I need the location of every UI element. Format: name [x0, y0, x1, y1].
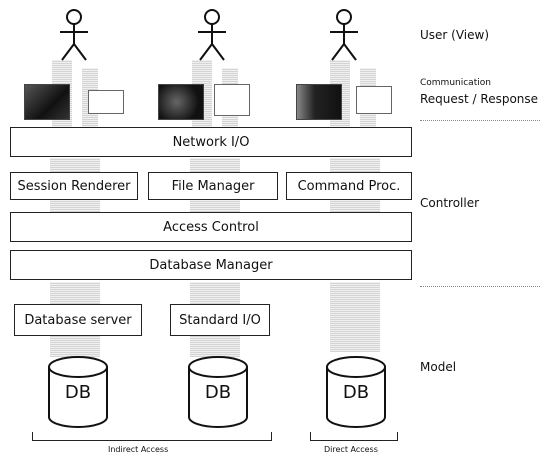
database-server-box: Database server: [14, 304, 142, 336]
direct-access-bracket: [310, 432, 398, 441]
layer-divider: [420, 120, 540, 121]
db-label: DB: [64, 382, 92, 403]
flow-stripe-ctrl2-mid: [190, 200, 240, 212]
communication-label: Communication: [420, 78, 491, 88]
database-cylinder-icon: [188, 356, 248, 428]
indirect-access-bracket: [32, 432, 272, 441]
model-label: Model: [420, 360, 457, 374]
database-cylinder-icon: [48, 356, 108, 428]
controller-label: Controller: [420, 196, 480, 210]
flow-stripe-ctrl-right: [330, 158, 380, 172]
db-label: DB: [204, 382, 232, 403]
command-proc-box: Command Proc.: [286, 172, 412, 200]
request-note-image: [88, 90, 124, 114]
request-response-label: Request / Response: [420, 92, 539, 106]
flow-stripe-ctrl-mid: [190, 158, 240, 172]
user-view-label: User (View): [420, 28, 490, 42]
flow-stripe-model-right: [330, 282, 380, 352]
client-screenshot-image: [296, 84, 342, 120]
request-note-image: [214, 84, 250, 116]
direct-access-label: Direct Access: [324, 445, 378, 454]
flow-stripe-ctrl2-left: [50, 200, 100, 212]
flow-stripe-ctrl-left: [50, 158, 100, 172]
access-control-box: Access Control: [10, 212, 412, 242]
flow-stripe-model-left: [50, 282, 100, 304]
db-label: DB: [342, 382, 370, 403]
file-manager-box: File Manager: [148, 172, 278, 200]
database-manager-box: Database Manager: [10, 250, 412, 280]
flow-stripe-ctrl2-right: [330, 200, 380, 212]
user-figure-icon: [198, 9, 226, 61]
client-screenshot-image: [24, 84, 70, 120]
flow-stripe-db-left: [50, 335, 100, 357]
session-renderer-box: Session Renderer: [10, 172, 138, 200]
database-cylinder-icon: [326, 356, 386, 428]
client-screenshot-image: [158, 84, 204, 120]
user-figure-icon: [330, 9, 358, 61]
request-note-image: [356, 86, 392, 114]
standard-io-box: Standard I/O: [170, 304, 270, 336]
flow-stripe-model-mid: [190, 282, 240, 304]
layer-divider: [420, 286, 540, 287]
network-io-box: Network I/O: [10, 127, 412, 157]
indirect-access-label: Indirect Access: [108, 445, 169, 454]
user-figure-icon: [60, 9, 88, 61]
flow-stripe-db-mid: [190, 335, 240, 357]
